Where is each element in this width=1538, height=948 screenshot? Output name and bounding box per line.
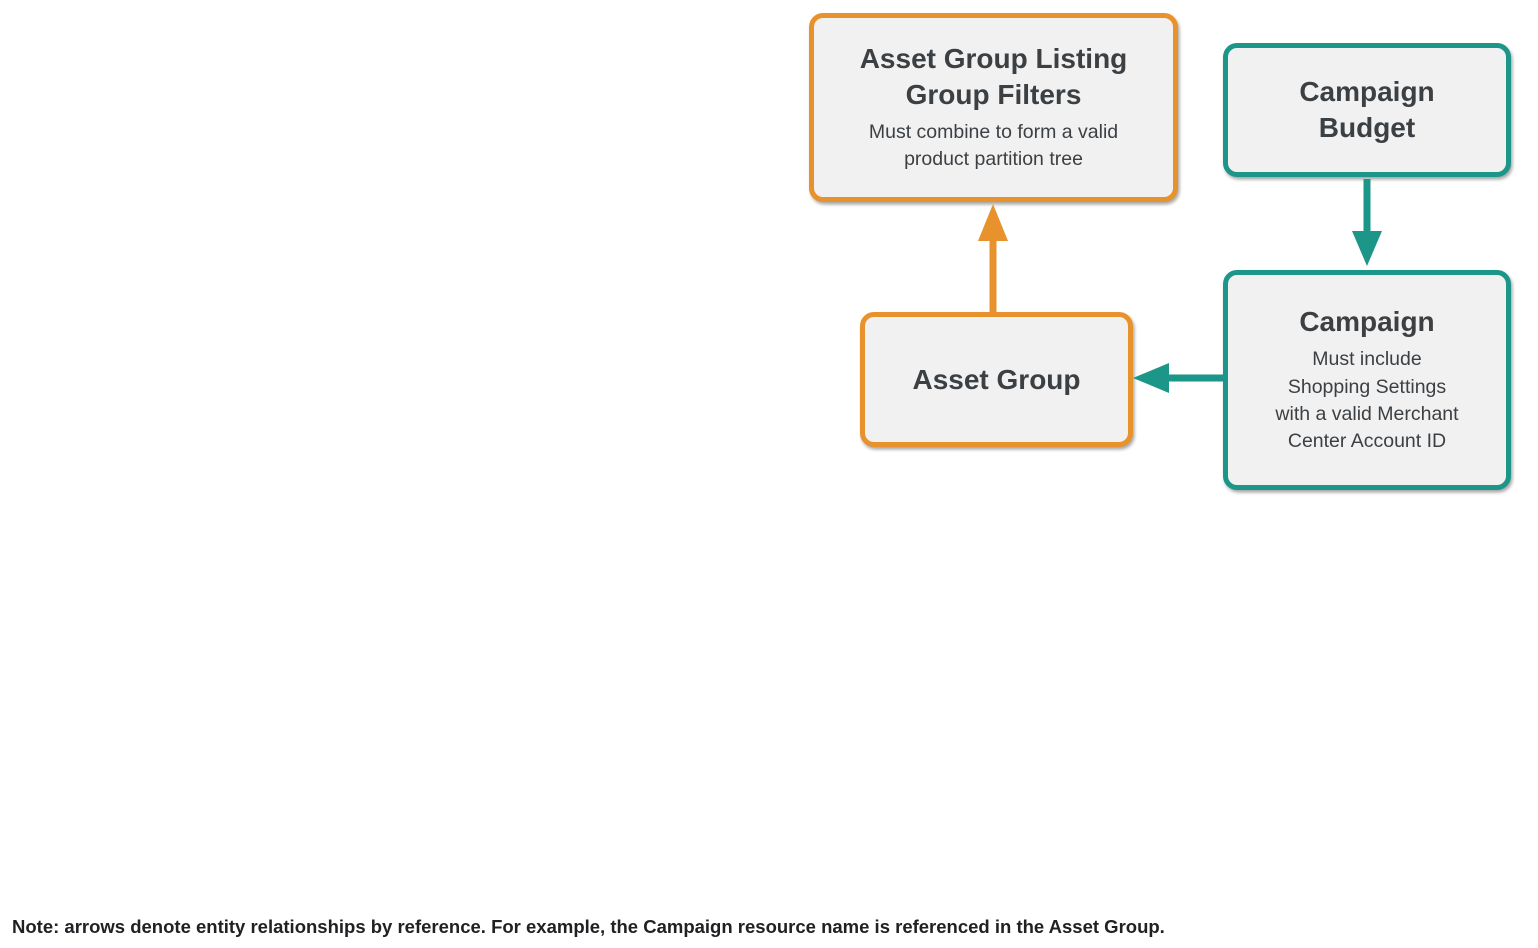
node-title-asset-group-listing-group-filters: Asset Group Listing Group Filters [859,43,1128,111]
node-title-campaign: Campaign [1299,306,1435,338]
node-title-campaign-budget: Campaign Budget [1299,76,1435,143]
arrow-campaign-to-asset-group [1133,363,1226,393]
node-asset-group-listing-group-filters: Asset Group Listing Group Filters Must c… [809,13,1178,202]
node-campaign-budget: Campaign Budget [1223,43,1511,177]
arrow-campaign-budget-to-campaign [1352,179,1382,266]
node-campaign: Campaign Must include Shopping Settings … [1223,270,1511,490]
arrow-asset-group-to-listing-filters [978,204,1008,316]
node-title-asset-group: Asset Group [912,363,1081,395]
diagram-footnote: Note: arrows denote entity relationships… [12,916,1165,937]
node-subtitle-asset-group-listing-group-filters: Must combine to form a valid product par… [868,121,1119,171]
node-subtitle-campaign: Must include Shopping Settings with a va… [1275,348,1459,453]
node-asset-group: Asset Group [860,312,1133,447]
